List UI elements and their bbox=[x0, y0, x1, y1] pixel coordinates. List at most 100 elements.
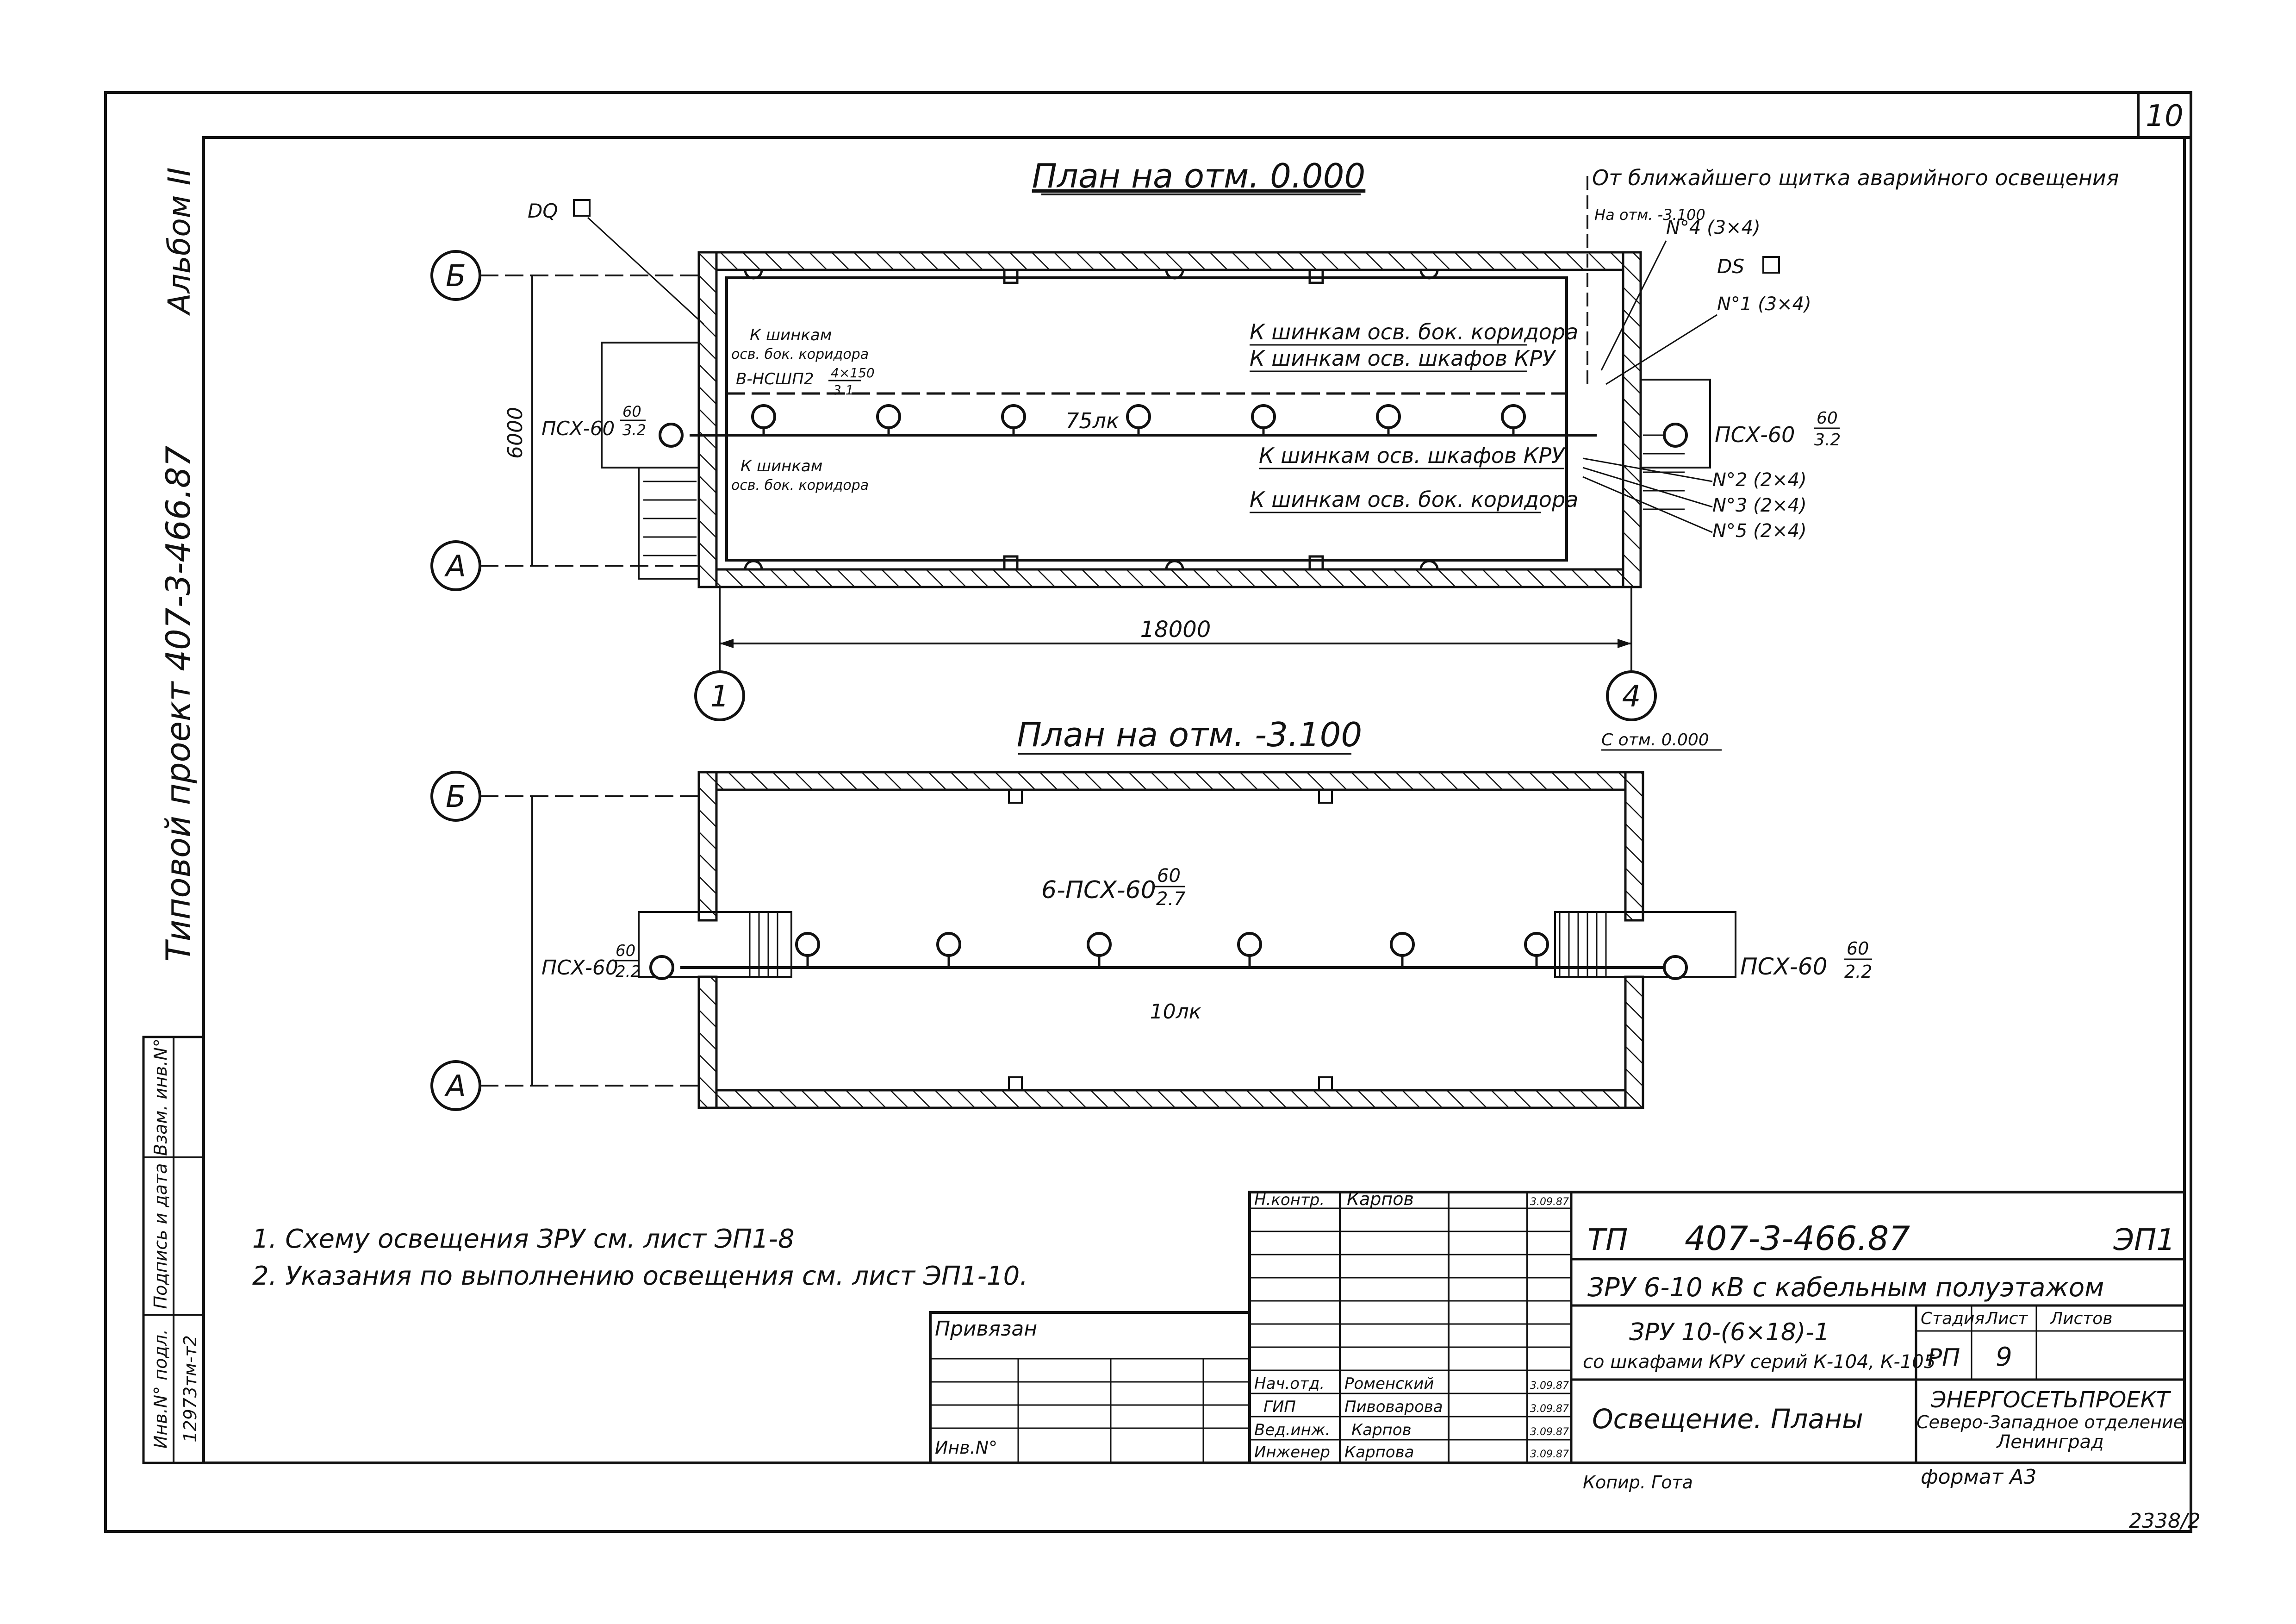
notes: 1. Схему освещения ЗРУ см. лист ЭП1-8 2.… bbox=[252, 1224, 1028, 1291]
list-value: 9 bbox=[1996, 1342, 2012, 1372]
signer-date: 3.09.87 bbox=[1530, 1449, 1569, 1460]
signer-role: Инженер bbox=[1254, 1443, 1330, 1462]
list-header: Лист bbox=[1985, 1309, 2028, 1328]
lamp-left-bottom-den: 2.2 bbox=[616, 962, 641, 981]
bottom-code: 2338/2 bbox=[2129, 1509, 2201, 1533]
axis-4: 4 bbox=[1606, 579, 1657, 721]
left-cable-den: 3.1 bbox=[833, 382, 854, 398]
row-den: 2.7 bbox=[1156, 888, 1186, 910]
lamp-right-top-num: 60 bbox=[1817, 409, 1838, 428]
row-label: 6-ПСХ-60 bbox=[1041, 876, 1156, 904]
lamp-right-bottom-den: 2.2 bbox=[1844, 962, 1872, 982]
stamp-inv-value: 12973тм-т2 bbox=[180, 1335, 200, 1443]
stamp-inv-podl: Инв.N° подл. bbox=[150, 1329, 171, 1449]
dim-6000: 6000 bbox=[504, 407, 527, 459]
plan-bottom: План на отм. -3.100 Б А bbox=[430, 715, 1872, 1111]
plan-top-title: План на отм. 0.000 bbox=[1032, 156, 1366, 195]
lamp-left-top-num: 60 bbox=[622, 403, 641, 420]
lux-top: 75лк bbox=[1065, 408, 1119, 433]
org-name: ЭНЕРГОСЕТЬПРОЕКТ bbox=[1930, 1387, 2172, 1413]
signer-name: Пивоварова bbox=[1344, 1398, 1443, 1416]
drawing-name: Освещение. Планы bbox=[1592, 1403, 1863, 1435]
signer-role: Н.контр. bbox=[1254, 1191, 1325, 1209]
signer-role: Вед.инж. bbox=[1254, 1421, 1330, 1439]
lamp-left-top-den: 3.2 bbox=[622, 421, 646, 439]
lamp-left-bottom: ПСХ-60 bbox=[541, 956, 618, 980]
n2-label: N°2 (2×4) bbox=[1712, 469, 1807, 491]
signer-role: Нач.отд. bbox=[1254, 1374, 1325, 1393]
signer-date: 3.09.87 bbox=[1530, 1403, 1569, 1415]
left-bot-label-2: осв. бок. коридора bbox=[731, 477, 869, 493]
lamp-right-top: ПСХ-60 bbox=[1715, 422, 1795, 447]
busbar-corr-2: К шинкам осв. бок. коридора bbox=[1250, 487, 1578, 512]
project-label: Типовой проект 407-3-466.87 bbox=[159, 446, 198, 962]
dq-label: DQ bbox=[528, 200, 558, 222]
org-branch: Северо-Западное отделение bbox=[1916, 1412, 2184, 1432]
n5-label: N°5 (2×4) bbox=[1712, 520, 1807, 542]
lamp-right-bottom-num: 60 bbox=[1847, 938, 1869, 959]
format-label: формат А3 bbox=[1921, 1465, 2036, 1489]
busbar-corr-1: К шинкам осв. бок. коридора bbox=[1250, 319, 1578, 344]
sheet-number: 10 bbox=[2146, 99, 2183, 133]
outer-frame bbox=[104, 91, 2192, 1533]
axis-1: 1 bbox=[694, 579, 745, 721]
svg-text:Б: Б bbox=[446, 259, 466, 294]
listov-header: Листов bbox=[2049, 1309, 2112, 1328]
svg-text:Б: Б bbox=[446, 780, 466, 814]
row-num: 60 bbox=[1157, 865, 1181, 887]
subtitle-1: ЗРУ 10-(6×18)-1 bbox=[1629, 1318, 1829, 1346]
axis-a-bottom: А bbox=[430, 1060, 699, 1111]
signer-name: Карпов bbox=[1347, 1189, 1414, 1209]
lamp-left-bottom-num: 60 bbox=[616, 942, 635, 960]
n1-label: N°1 (3×4) bbox=[1717, 294, 1811, 315]
signer-date: 3.09.87 bbox=[1530, 1196, 1569, 1208]
org-city: Ленинград bbox=[1996, 1431, 2104, 1453]
sheet-number-box: 10 bbox=[2137, 91, 2192, 139]
left-top-label-1: К шинкам bbox=[750, 326, 832, 344]
signer-name: Карпов bbox=[1351, 1421, 1412, 1439]
sheet-mark: ЭП1 bbox=[2113, 1223, 2175, 1257]
note-2: 2. Указания по выполнению освещения см. … bbox=[252, 1261, 1028, 1291]
stadia-header: Стадия bbox=[1921, 1309, 1985, 1328]
svg-text:1: 1 bbox=[710, 680, 729, 714]
title-block-text: Привязан Инв.N° ТП 407-3-466.87 ЭП1 ЗРУ … bbox=[935, 1219, 2201, 1533]
side-stamp: Взам. инв.N° Подпись и дата Инв.N° подл.… bbox=[142, 1036, 205, 1464]
svg-text:4: 4 bbox=[1622, 680, 1641, 714]
left-cable-num: 4×150 bbox=[831, 365, 875, 381]
subtitle-2: со шкафами КРУ серий К-104, К-105 bbox=[1583, 1351, 1935, 1373]
lamp-right-bottom: ПСХ-60 bbox=[1740, 953, 1827, 980]
signers: Н.контр. Карпов 3.09.87 Нач.отд. Роменск… bbox=[1254, 1189, 1569, 1462]
axis-b-bottom: Б bbox=[430, 771, 699, 822]
project-code: 407-3-466.87 bbox=[1685, 1219, 1910, 1258]
signer-date: 3.09.87 bbox=[1530, 1380, 1569, 1392]
left-bot-label-1: К шинкам bbox=[740, 457, 822, 475]
svg-text:А: А bbox=[444, 1069, 466, 1104]
busbar-kru-2: К шинкам осв. шкафов КРУ bbox=[1259, 443, 1566, 468]
plan-top: План на отм. 0.000 Б А 1 4 6000 18000 bbox=[430, 156, 2119, 721]
inv-n-label: Инв.N° bbox=[935, 1437, 997, 1458]
dim-18000: 18000 bbox=[1140, 617, 1211, 643]
n3-label: N°3 (2×4) bbox=[1712, 495, 1807, 516]
object-name: ЗРУ 6-10 кВ с кабельным полуэтажом bbox=[1587, 1273, 2104, 1303]
code-prefix: ТП bbox=[1587, 1223, 1628, 1257]
privyazan-label: Привязан bbox=[935, 1317, 1037, 1341]
na-otm: На отм. -3.100 bbox=[1594, 206, 1705, 224]
ds-label: DS bbox=[1717, 255, 1744, 278]
left-cable-label: В-НСШП2 bbox=[736, 370, 814, 388]
left-top-label-2: осв. бок. коридора bbox=[731, 346, 869, 362]
lux-bottom: 10лк bbox=[1150, 1000, 1201, 1024]
kopir-label: Копир. Гота bbox=[1583, 1472, 1693, 1493]
svg-text:А: А bbox=[444, 550, 466, 584]
axis-b-top: Б bbox=[430, 250, 703, 301]
signer-date: 3.09.87 bbox=[1530, 1426, 1569, 1438]
plan-bottom-title: План на отм. -3.100 bbox=[1017, 715, 1363, 754]
signer-name: Карпова bbox=[1344, 1443, 1414, 1462]
album-label: Альбом II bbox=[162, 167, 197, 316]
signer-name: Роменский bbox=[1344, 1374, 1434, 1393]
title-block bbox=[929, 1191, 2186, 1464]
c-otm: С отм. 0.000 bbox=[1601, 731, 1709, 750]
stamp-vzam-inv: Взам. инв.N° bbox=[150, 1038, 171, 1156]
top-right-note: От ближайшего щитка аварийного освещения bbox=[1592, 165, 2119, 190]
axis-a-top: А bbox=[430, 540, 703, 591]
